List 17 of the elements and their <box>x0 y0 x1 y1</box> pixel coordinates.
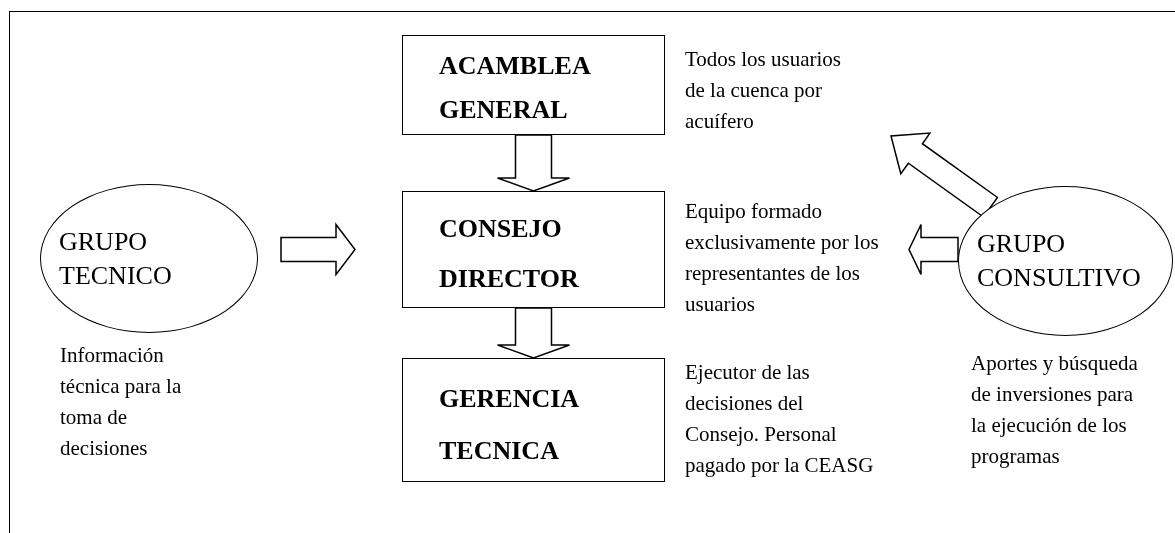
description-text: Ejecutor de las decisiones del Consejo. Personal pagado por la CEASG <box>685 359 875 479</box>
process-box <box>402 191 665 308</box>
process-box <box>402 358 665 482</box>
box-title: GERENCIA TECNICA <box>439 383 580 467</box>
process-box <box>402 35 665 135</box>
ellipse-title: GRUPO TECNICO <box>59 225 173 292</box>
box-title: ACAMBLEA GENERAL <box>439 50 591 126</box>
block-arrow <box>496 134 571 192</box>
description-text: Equipo formado exclusivamente por los representantes de los usuarios <box>685 198 880 318</box>
description-text: Aportes y búsqueda de inversiones para la ejecución de los programas <box>971 350 1139 470</box>
description-text: Todos los usuarios de la cuenca por acuífero <box>685 46 843 135</box>
block-arrow <box>908 223 959 276</box>
block-arrow <box>496 307 571 359</box>
block-arrow <box>280 222 356 277</box>
ellipse-title: GRUPO CONSULTIVO <box>977 228 1142 294</box>
description-text: Información técnica para la toma de decisiones <box>60 342 183 462</box>
box-title: CONSEJO DIRECTOR <box>439 213 580 295</box>
